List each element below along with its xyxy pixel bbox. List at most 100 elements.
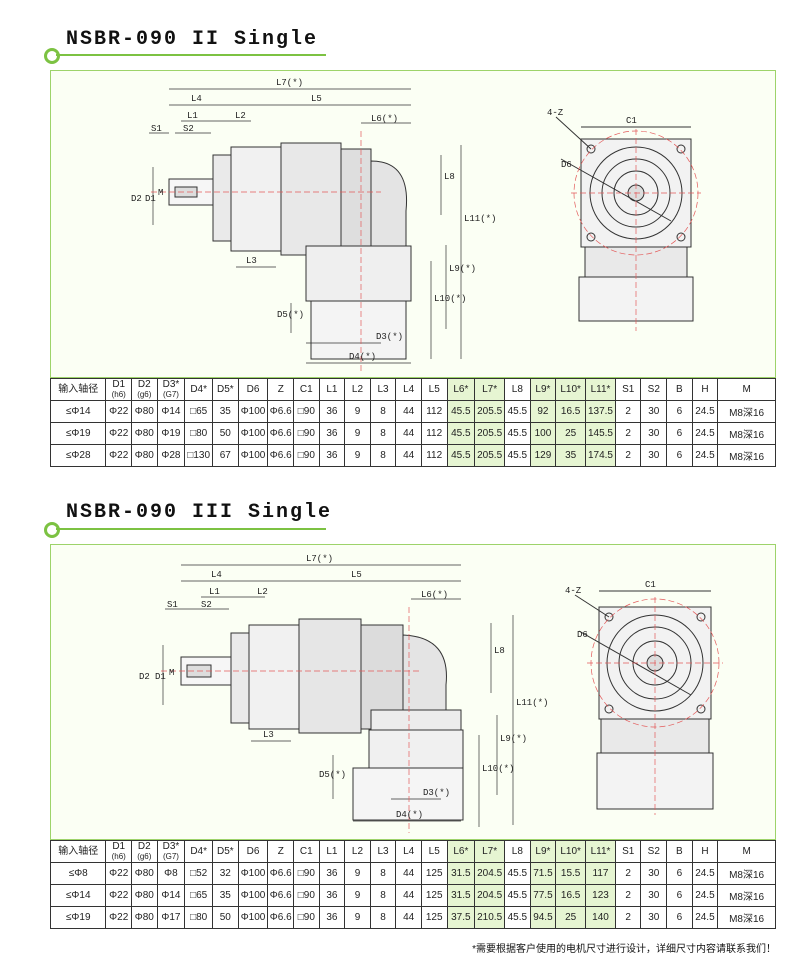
table-cell: ≤Φ14 [49,884,107,907]
table-cell: 24.5 [691,444,719,467]
dim2-d1: D1 [155,672,166,682]
section-2-title: NSBR-090 III Single [66,501,333,524]
table-cell: 6 [666,906,693,929]
dim2-d3: D3(*) [423,788,450,798]
table-cell: 204.5 [474,862,506,885]
dim-l7: L7(*) [276,78,303,88]
column-header: L10* [555,378,587,401]
footnote: *需要根据客户使用的电机尺寸进行设计，详细尺寸内容请联系我们！ [472,944,776,955]
table-cell: 45.5 [504,906,531,929]
table-cell: ≤Φ8 [49,862,107,885]
table-cell: 44 [395,906,422,929]
table-cell: 112 [420,444,448,467]
column-header: S2 [640,378,668,401]
column-header-label: L9* [535,383,551,395]
table-cell: 112 [420,422,448,445]
table-cell: 37.5 [446,906,476,929]
column-header: H [691,840,719,863]
table-cell: 30 [640,862,668,885]
table-cell: 45.5 [504,400,531,423]
table-cell: 9 [344,422,371,445]
column-header-label: D4* [190,383,208,395]
column-header-label: L2 [351,845,364,857]
table-cell: 44 [395,444,422,467]
column-header-label: L7* [482,845,498,857]
table-cell: 9 [344,884,371,907]
table-cell: Φ6.6 [267,444,295,467]
table-cell: 9 [344,906,371,929]
table-cell: 92 [529,400,557,423]
table-cell: Φ100 [237,444,269,467]
table-cell: 50 [212,906,239,929]
column-header: Z [267,840,295,863]
column-header: 输入轴径 [49,840,107,863]
column-header: D4* [184,840,214,863]
table-cell: 125 [420,862,448,885]
table-cell: 44 [395,422,422,445]
table-cell: 30 [640,906,668,929]
table-cell: Φ80 [131,906,158,929]
table-cell: 125 [420,906,448,929]
dim-d6: D6 [561,160,572,170]
table-cell: 129 [529,444,557,467]
column-header: C1 [293,840,320,863]
table-cell: 36 [318,444,346,467]
column-header-label: L9* [535,845,551,857]
column-header-sub: (h6) [111,851,126,861]
table-cell: Φ80 [131,884,158,907]
column-header: L4 [395,378,422,401]
column-header: B [666,840,693,863]
table-cell: 9 [344,400,371,423]
table-cell: Φ22 [105,862,133,885]
dim2-4z: 4-Z [565,586,582,596]
column-header: 输入轴径 [49,378,107,401]
table-cell: 36 [318,862,346,885]
column-header-label: D6 [246,845,260,857]
table-cell: ≤Φ28 [49,444,107,467]
dim2-l7: L7(*) [306,554,333,564]
table-cell: □65 [184,884,214,907]
column-header-sub: (h6) [111,389,126,399]
column-header: L8 [504,378,531,401]
column-header-label: L6* [453,383,469,395]
column-header-label: L4 [403,845,415,857]
column-header: Z [267,378,295,401]
dim2-s2: S2 [201,600,212,610]
table-cell: 36 [318,400,346,423]
column-header-label: D3* [162,840,180,852]
column-header: M [717,378,776,401]
column-header: D3*(G7) [156,378,186,401]
table-cell: Φ8 [156,862,186,885]
table-cell: 45.5 [446,422,476,445]
column-header: L9* [529,378,557,401]
column-header-label: S2 [647,383,660,395]
dim-c1: C1 [626,116,637,126]
dim-l2: L2 [235,111,246,121]
table-cell: 137.5 [585,400,616,423]
column-header-label: L2 [351,383,364,395]
section-2-side-view: L7(*) L4 L5 L1 L2 S1 S2 L6(*) L8 L11(*) … [139,554,723,833]
column-header-label: L4 [403,383,415,395]
table-cell: Φ100 [237,400,269,423]
table-cell: □90 [293,400,320,423]
column-header-label: B [676,383,683,395]
table-cell: 24.5 [691,422,719,445]
dim2-l8: L8 [494,646,505,656]
column-header: S1 [614,378,642,401]
column-header-label: 输入轴径 [58,845,99,857]
column-header-label: B [676,845,683,857]
column-header: S1 [614,840,642,863]
table-cell: 174.5 [585,444,616,467]
column-header-label: L3 [377,383,389,395]
column-header-label: L3 [377,845,389,857]
table-cell: 36 [318,422,346,445]
column-header: L7* [474,378,506,401]
table-cell: 2 [614,422,642,445]
column-header: D6 [237,378,269,401]
column-header: L10* [555,840,587,863]
table-cell: M8深16 [717,444,776,467]
table-cell: 2 [614,862,642,885]
